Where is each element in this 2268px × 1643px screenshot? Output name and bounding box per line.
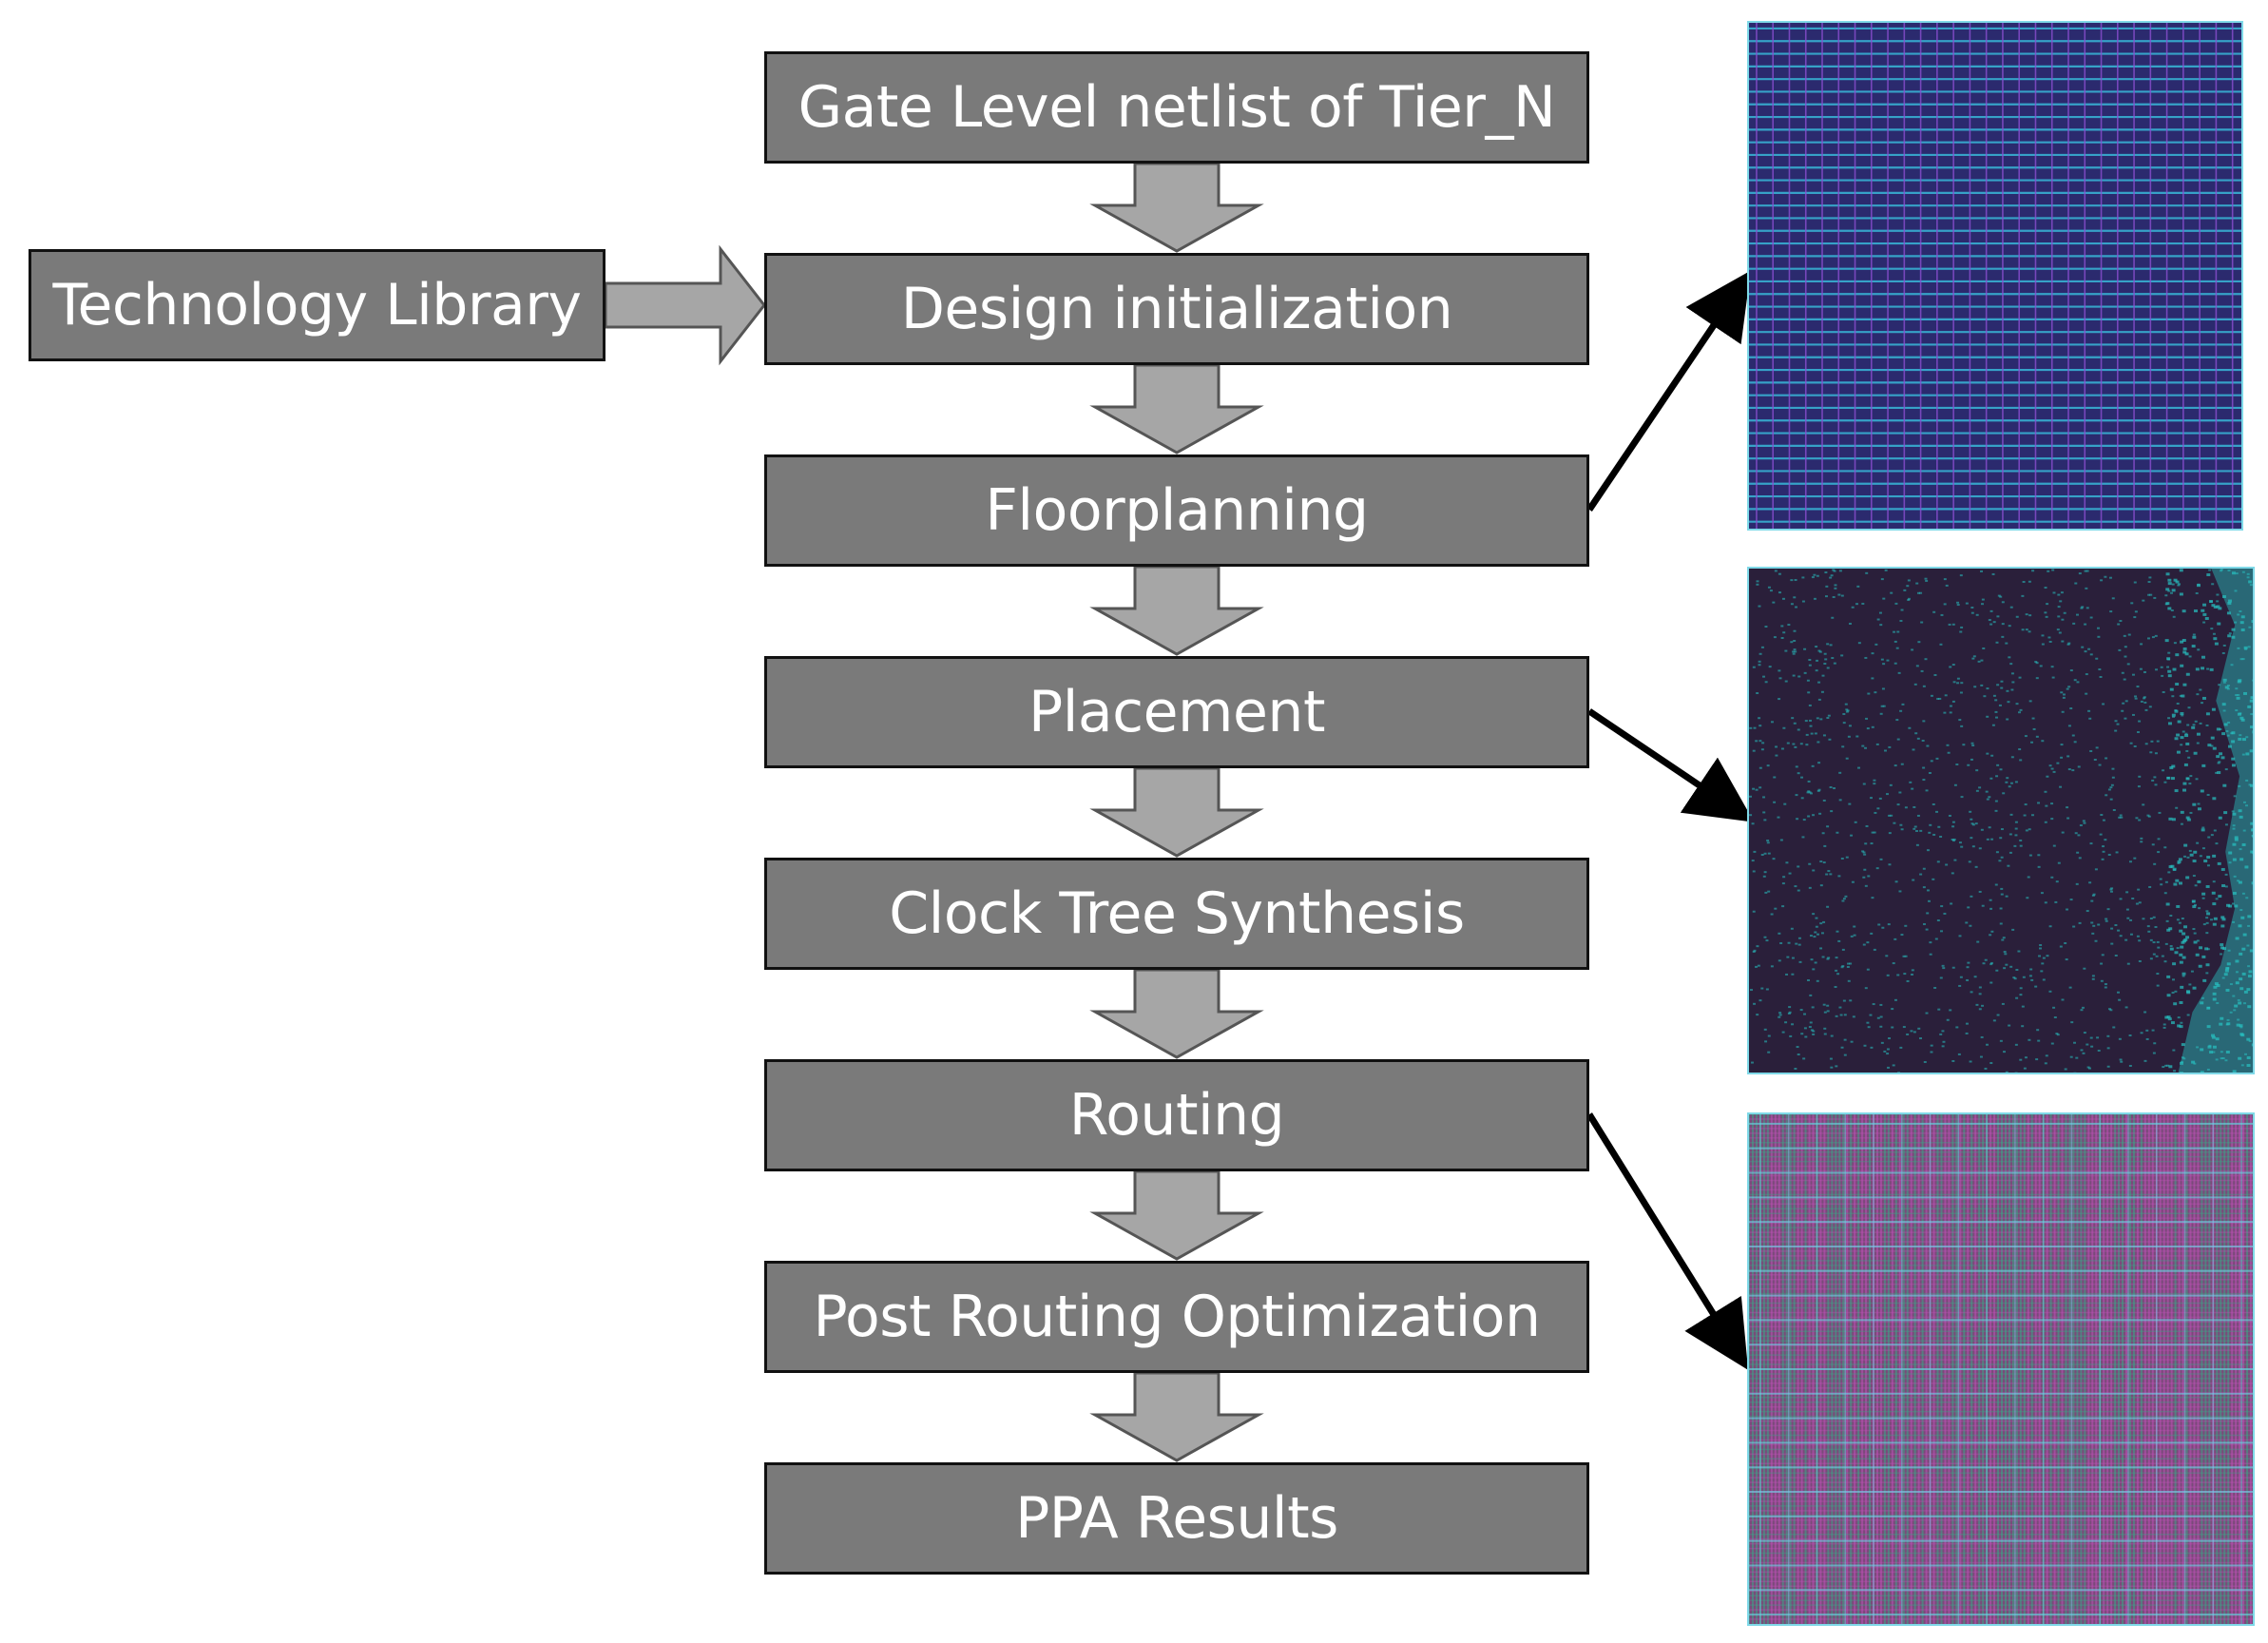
technology-library-box: Technology Library — [29, 249, 605, 361]
routing-layout-image — [1747, 1112, 2255, 1626]
step-post-routing-optimization: Post Routing Optimization — [764, 1261, 1589, 1373]
step-gate-level-netlist: Gate Level netlist of Tier_N — [764, 51, 1589, 164]
down-arrow-6 — [1089, 1169, 1264, 1261]
step-design-initialization: Design initialization — [764, 253, 1589, 365]
step-placement: Placement — [764, 656, 1589, 768]
step-ppa-results: PPA Results — [764, 1462, 1589, 1575]
placement-cells-graphic — [1749, 569, 2253, 1073]
floorplan-layout-image — [1747, 21, 2243, 531]
down-arrow-5 — [1089, 968, 1264, 1059]
pointer-placement — [1587, 708, 1755, 822]
down-arrow-2 — [1089, 363, 1264, 454]
down-arrow-1 — [1089, 162, 1264, 253]
placement-layout-image — [1747, 567, 2255, 1074]
step-routing: Routing — [764, 1059, 1589, 1171]
floorplan-grid-graphic — [1749, 23, 2241, 529]
library-input-arrow — [604, 244, 766, 366]
pointer-routing — [1586, 1112, 1749, 1370]
pointer-floorplanning — [1586, 270, 1751, 512]
routing-wires-graphic — [1749, 1114, 2253, 1624]
step-floorplanning: Floorplanning — [764, 454, 1589, 567]
down-arrow-3 — [1089, 565, 1264, 656]
step-clock-tree-synthesis: Clock Tree Synthesis — [764, 858, 1589, 970]
down-arrow-4 — [1089, 766, 1264, 858]
down-arrow-7 — [1089, 1371, 1264, 1462]
